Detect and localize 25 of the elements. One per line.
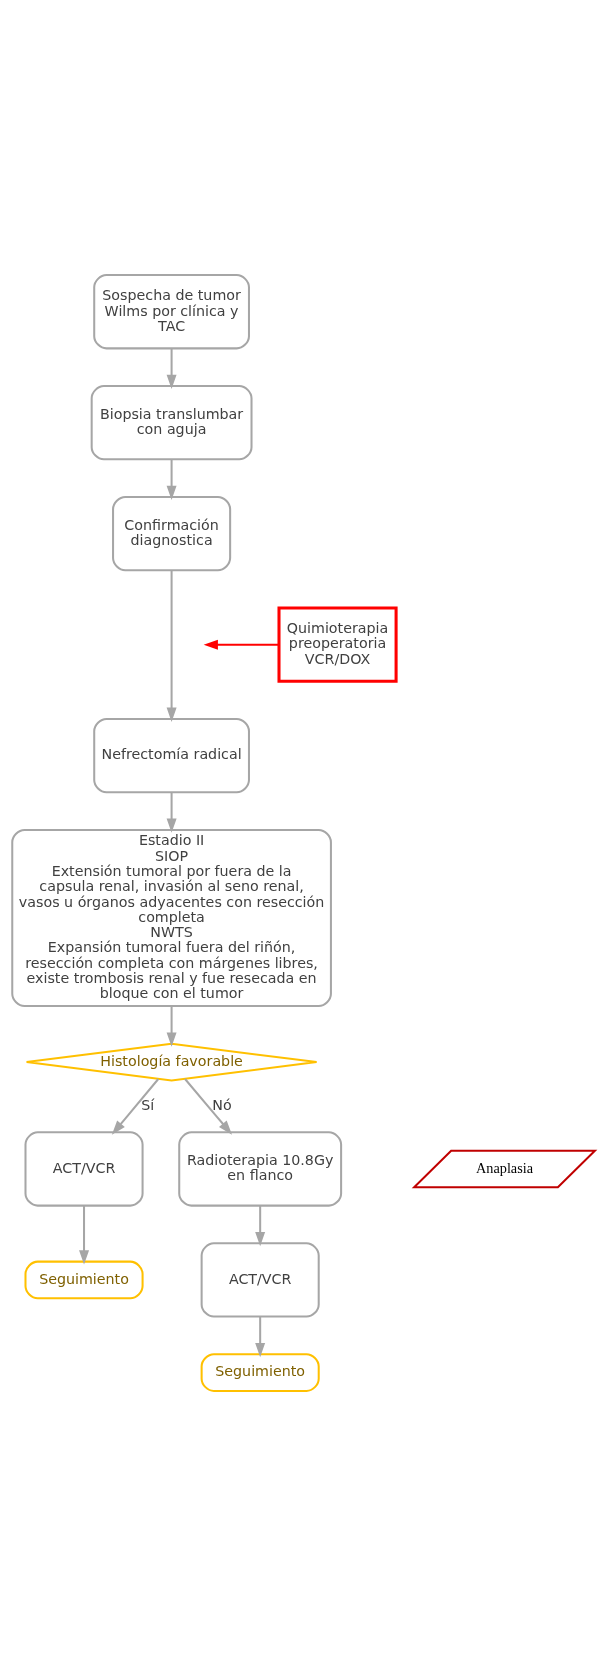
node-box: Seguimiento	[24, 1260, 144, 1300]
arrow	[79, 1205, 90, 1265]
node-box: Estadio II SIOP Extensión tumoral por fuera de la capsula renal, invasión al seno renal, vasos u órganos adyacentes con resección completa NWTS Expansión tumoral fuera del riñón, resección completa con márgenes libres, existe trombosis renal y fue resecada en bloque con el tumor	[11, 828, 332, 1008]
node-box: Nefrectomía radical	[93, 717, 250, 794]
node-box: Biopsia translumbar con aguja	[90, 385, 253, 461]
arrow	[203, 639, 279, 650]
node-box: Confirmación diagnostica	[112, 496, 232, 572]
node-box: Quimioterapia preoperatoria VCR/DOX	[277, 606, 398, 683]
node-box: Sospecha de tumor Wilms por clínica y TAC	[93, 274, 250, 350]
arrow	[184, 1078, 233, 1135]
arrow	[166, 459, 177, 500]
arrow	[111, 1078, 160, 1135]
arrow	[166, 348, 177, 390]
arrow	[255, 1316, 266, 1358]
arrow	[166, 570, 177, 722]
node-box: Seguimiento	[200, 1353, 320, 1392]
node-box: Radioterapia 10.8Gy en flanco	[178, 1131, 343, 1207]
arrow	[166, 1006, 177, 1047]
edge-label: Sí	[141, 1097, 155, 1114]
arrow	[255, 1205, 266, 1247]
node-diamond: Histología favorable	[25, 1042, 318, 1082]
edge-label: Nó	[212, 1097, 232, 1114]
arrow	[166, 792, 177, 833]
node-box: ACT/VCR	[200, 1242, 320, 1318]
node-box: ACT/VCR	[24, 1131, 144, 1207]
